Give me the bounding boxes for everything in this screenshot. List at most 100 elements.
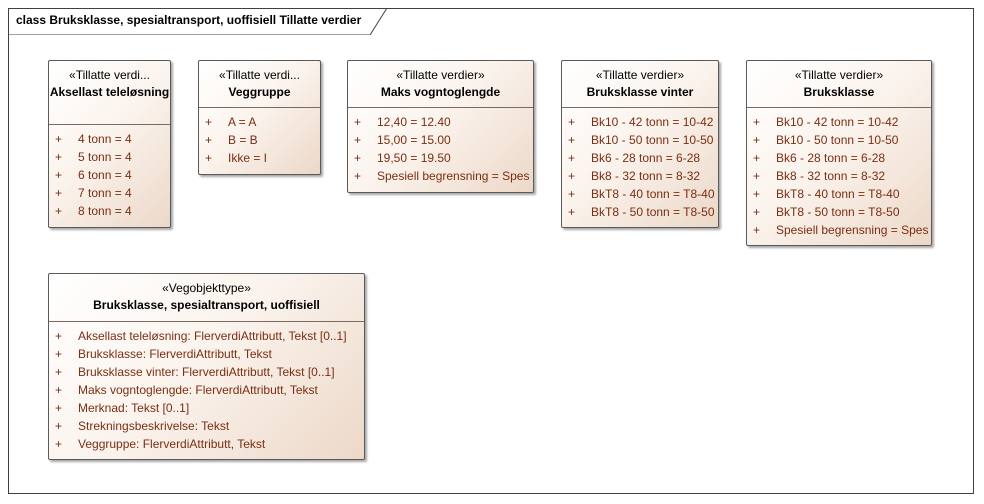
attribute-text: 15,00 = 15.00 (377, 133, 451, 147)
visibility-marker: + (205, 133, 213, 147)
attribute-row[interactable]: +Spesiell begrensning = Spes (348, 167, 533, 185)
attribute-row[interactable]: +A = A (199, 113, 320, 131)
visibility-marker: + (753, 169, 761, 183)
visibility-marker: + (55, 401, 63, 415)
visibility-marker: + (568, 115, 576, 129)
attribute-text: Ikke = I (228, 151, 268, 165)
attribute-row[interactable]: +Bk10 - 50 tonn = 10-50 (747, 131, 931, 149)
class-header: «Tillatte verdier» Maks vogntoglengde (348, 61, 533, 108)
diagram-title-tab (8, 8, 388, 35)
class-name: Bruksklasse (803, 85, 875, 99)
class-aksellast-telelosning[interactable]: «Tillatte verdi... Aksellast teleløsning… (48, 60, 171, 228)
class-stereotype: «Tillatte verdi... (69, 68, 150, 82)
class-name: Bruksklasse, spesialtransport, uoffisiel… (93, 298, 320, 312)
visibility-marker: + (55, 365, 63, 379)
attribute-row[interactable]: +BkT8 - 40 tonn = T8-40 (562, 185, 718, 203)
attribute-text: 12,40 = 12.40 (377, 115, 451, 129)
class-bruksklasse-vinter[interactable]: «Tillatte verdier» Bruksklasse vinter +B… (561, 60, 719, 228)
attribute-text: 4 tonn = 4 (78, 132, 132, 146)
attribute-row[interactable]: +Veggruppe: FlerverdiAttributt, Tekst (49, 435, 364, 453)
attribute-row[interactable]: +7 tonn = 4 (49, 184, 170, 202)
class-veggruppe[interactable]: «Tillatte verdi... Veggruppe +A = A + B =… (198, 60, 321, 175)
attribute-row[interactable]: +15,00 = 15.00 (348, 131, 533, 149)
class-header: «Tillatte verdier» Bruksklasse (747, 61, 931, 108)
visibility-marker: + (55, 132, 63, 146)
attribute-text: BkT8 - 50 tonn = T8-50 (776, 205, 900, 219)
attribute-row[interactable]: +Bruksklasse: FlerverdiAttributt, Tekst (49, 345, 364, 363)
attribute-row[interactable]: +Bk8 - 32 tonn = 8-32 (747, 167, 931, 185)
visibility-marker: + (354, 133, 362, 147)
visibility-marker: + (205, 151, 213, 165)
visibility-marker: + (354, 151, 362, 165)
class-header: «Tillatte verdier» Bruksklasse vinter (562, 61, 718, 108)
attribute-row[interactable]: +Bk8 - 32 tonn = 8-32 (562, 167, 718, 185)
class-stereotype: «Tillatte verdier» (595, 68, 685, 82)
visibility-marker: + (753, 187, 761, 201)
visibility-marker: + (753, 115, 761, 129)
class-name: Bruksklasse vinter (586, 85, 694, 99)
attribute-text: Bk10 - 50 tonn = 10-50 (591, 133, 714, 147)
class-header: «Tillatte verdi... Aksellast teleløsning (49, 61, 170, 125)
attribute-list: +12,40 = 12.40 +15,00 = 15.00 +19,50 = 1… (348, 108, 533, 185)
attribute-row[interactable]: +Maks vogntoglengde: FlerverdiAttributt,… (49, 381, 364, 399)
attribute-text: BkT8 - 50 tonn = T8-50 (591, 205, 715, 219)
class-stereotype: «Tillatte verdier» (396, 68, 485, 82)
attribute-row[interactable]: +Spesiell begrensning = Spes (747, 221, 931, 239)
attribute-row[interactable]: + Bk10 - 50 tonn = 10-50 (562, 131, 718, 149)
visibility-marker: + (568, 169, 576, 183)
visibility-marker: + (55, 186, 63, 200)
attribute-list: + Aksellast teleløsning: FlerverdiAttribu… (49, 322, 364, 453)
visibility-marker: + (568, 133, 576, 147)
attribute-text: Bk10 - 42 tonn = 10-42 (591, 115, 714, 129)
attribute-row[interactable]: +6 tonn = 4 (49, 166, 170, 184)
class-stereotype: «Tillatte verdier» (794, 68, 884, 82)
attribute-text: 8 tonn = 4 (78, 204, 132, 218)
class-vegobjekttype[interactable]: «Vegobjekttype» Bruksklasse, spesialtran… (48, 273, 365, 460)
attribute-row[interactable]: + Bruksklasse vinter: FlerverdiAttributt,… (49, 363, 364, 381)
attribute-text: Bk10 - 50 tonn = 10-50 (776, 133, 899, 147)
class-maks-vogntoglengde[interactable]: «Tillatte verdier» Maks vogntoglengde +1… (347, 60, 534, 193)
attribute-row[interactable]: +BkT8 - 40 tonn = T8-40 (747, 185, 931, 203)
attribute-row[interactable]: +19,50 = 19.50 (348, 149, 533, 167)
class-stereotype: «Tillatte verdi... (219, 68, 300, 82)
attribute-row[interactable]: + Aksellast teleløsning: FlerverdiAttribu… (49, 327, 364, 345)
attribute-text: Bruksklasse: FlerverdiAttributt, Tekst (78, 347, 272, 361)
attribute-text: B = B (228, 133, 258, 147)
class-header: «Tillatte verdi... Veggruppe (199, 61, 320, 108)
attribute-text: Bruksklasse vinter: FlerverdiAttributt, … (78, 365, 335, 379)
attribute-row[interactable]: + B = B (199, 131, 320, 149)
class-header: «Vegobjekttype» Bruksklasse, spesialtran… (49, 274, 364, 322)
attribute-row[interactable]: + Merknad: Tekst [0..1] (49, 399, 364, 417)
class-stereotype: «Vegobjekttype» (162, 281, 251, 295)
attribute-row[interactable]: +5 tonn = 4 (49, 148, 170, 166)
attribute-row[interactable]: + Bk10 - 42 tonn = 10-42 (562, 113, 718, 131)
visibility-marker: + (354, 115, 362, 129)
attribute-text: 5 tonn = 4 (78, 150, 132, 164)
attribute-text: 7 tonn = 4 (78, 186, 132, 200)
visibility-marker: + (568, 187, 576, 201)
visibility-marker: + (205, 115, 213, 129)
visibility-marker: + (55, 383, 63, 397)
visibility-marker: + (55, 168, 63, 182)
attribute-text: Merknad: Tekst [0..1] (78, 401, 190, 415)
class-name: Aksellast teleløsning (49, 85, 170, 99)
attribute-list: +A = A + B = B + Ikke = I (199, 108, 320, 167)
attribute-text: Veggruppe: FlerverdiAttributt, Tekst (78, 437, 266, 451)
visibility-marker: + (753, 151, 761, 165)
attribute-text: Spesiell begrensning = Spes (377, 169, 530, 183)
visibility-marker: + (55, 329, 63, 343)
attribute-row[interactable]: +4 tonn = 4 (49, 130, 170, 148)
diagram-frame (8, 8, 974, 494)
attribute-text: Aksellast teleløsning: FlerverdiAttribut… (78, 329, 347, 343)
attribute-row[interactable]: +Bk6 - 28 tonn = 6-28 (747, 149, 931, 167)
visibility-marker: + (568, 205, 576, 219)
attribute-row[interactable]: +Bk6 - 28 tonn = 6-28 (562, 149, 718, 167)
attribute-row[interactable]: +12,40 = 12.40 (348, 113, 533, 131)
attribute-row[interactable]: +Strekningsbeskrivelse: Tekst (49, 417, 364, 435)
attribute-row[interactable]: + Ikke = I (199, 149, 320, 167)
attribute-row[interactable]: + BkT8 - 50 tonn = T8-50 (562, 203, 718, 221)
attribute-row[interactable]: +Bk10 - 42 tonn = 10-42 (747, 113, 931, 131)
attribute-row[interactable]: +8 tonn = 4 (49, 202, 170, 220)
class-bruksklasse[interactable]: «Tillatte verdier» Bruksklasse +Bk10 - 4… (746, 60, 932, 246)
attribute-row[interactable]: +BkT8 - 50 tonn = T8-50 (747, 203, 931, 221)
